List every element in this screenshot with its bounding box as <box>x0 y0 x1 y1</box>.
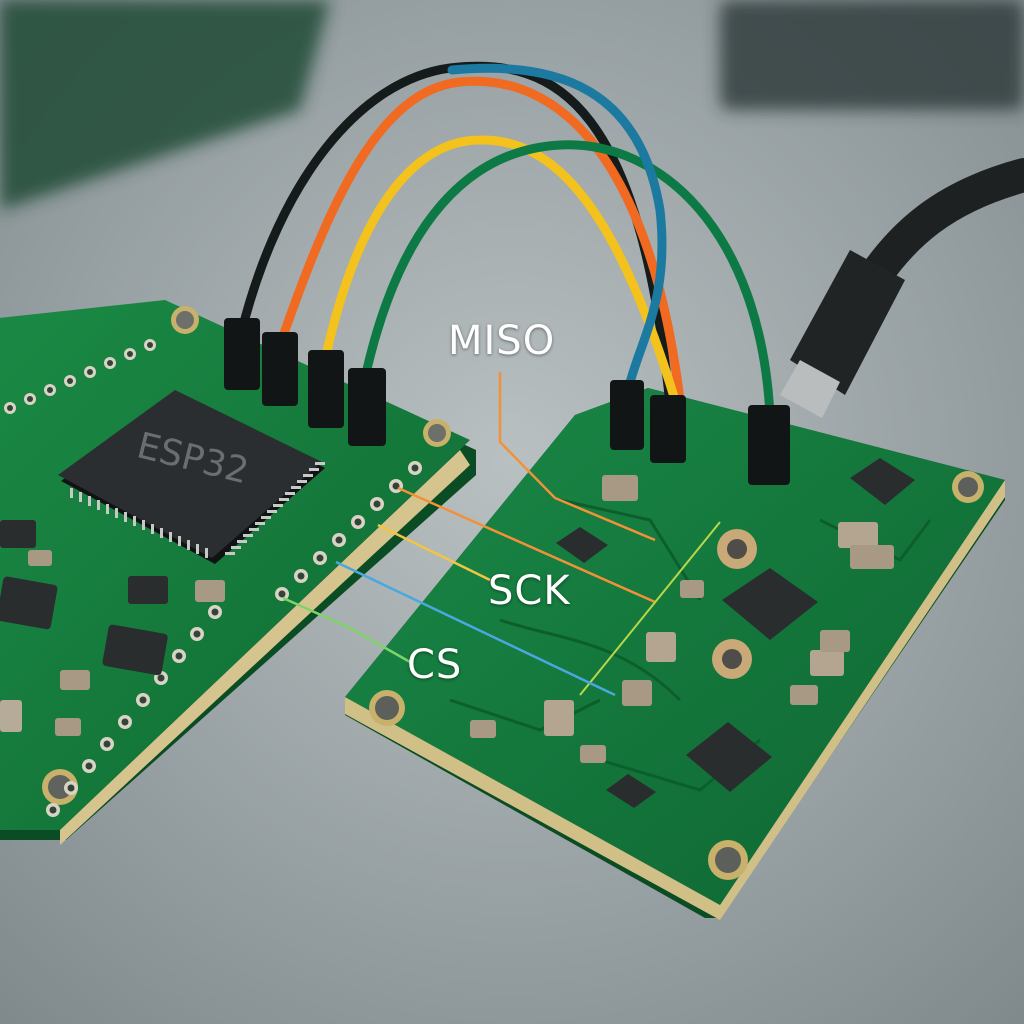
sensor-components <box>470 458 915 808</box>
wire-connectors <box>224 318 790 485</box>
esp32-header-pads <box>4 339 422 817</box>
cs-leader <box>282 596 411 664</box>
signal-annotations <box>282 372 721 697</box>
cs-label: CS <box>407 642 463 688</box>
sck-diagonal <box>579 521 721 696</box>
usb-cable <box>780 158 1024 418</box>
esp32-components <box>0 520 225 736</box>
sck-trace <box>397 486 656 604</box>
wire-orange <box>275 76 685 405</box>
wire-blue <box>447 63 667 395</box>
blue-trace <box>335 560 616 697</box>
background-boards <box>0 0 1024 210</box>
esp32-chip: ESP32 <box>58 390 325 564</box>
jumper-wires <box>237 61 775 420</box>
sck-leader <box>377 523 491 582</box>
wire-green <box>360 140 775 420</box>
sck-label: SCK <box>488 568 571 614</box>
wire-yellow <box>320 135 680 405</box>
miso-leader <box>498 372 656 542</box>
miso-label: MISO <box>448 318 556 364</box>
